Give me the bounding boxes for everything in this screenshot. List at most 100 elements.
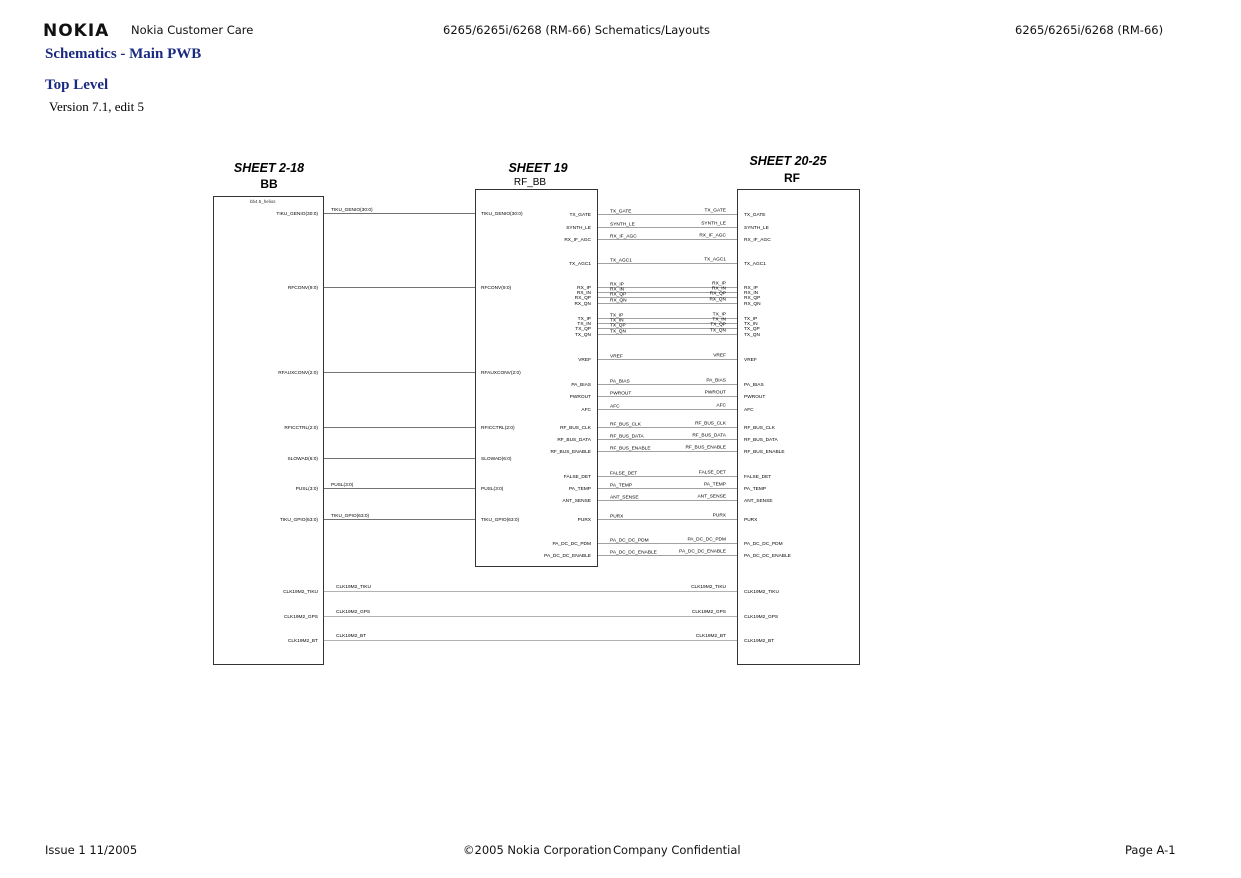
page-title: Schematics - Main PWB: [45, 46, 202, 62]
clock-wire-label-right: CLK19M2_BT: [696, 633, 726, 639]
signal-wire-label-right: ANT_SENSE: [697, 494, 726, 500]
rfbb-signal-port: SYNTH_LE: [566, 225, 591, 231]
signal-wire-label-right: RX_QP: [710, 291, 726, 297]
signal-wire-label-left: RX_IF_AGC: [610, 234, 637, 240]
rf-clock-port: CLK19M2_GPS: [744, 614, 778, 620]
nokia-logo: NOKIA: [43, 21, 110, 41]
bus-wire-label: TIKU_GENIO(30:0): [331, 207, 373, 213]
signal-wire-label-left: RX_QP: [610, 292, 626, 298]
rfbb-signal-port: TX_IP: [578, 316, 591, 322]
rfbb-signal-port: TX_IN: [577, 321, 591, 327]
rfbb-port-label: RFICCTRL(2:0): [481, 425, 515, 431]
rf-signal-port: TX_AGC1: [744, 261, 766, 267]
signal-wire-label-right: RF_BUS_ENABLE: [685, 445, 726, 451]
rfbb-signal-port: TX_AGC1: [569, 261, 591, 267]
signal-wire-label-left: RX_QN: [610, 298, 627, 304]
signal-wire-label-left: TX_QN: [610, 329, 627, 335]
signal-wire-label-right: PWROUT: [705, 390, 726, 396]
signal-wire-label-left: RF_BUS_CLK: [610, 422, 642, 428]
rf-signal-port: PA_DC_DC_PDM: [744, 541, 783, 547]
rfbb-signal-port: TX_GATE: [569, 212, 591, 218]
rf-signal-port: PURX: [744, 517, 758, 523]
signal-wire-label-right: PA_TEMP: [704, 482, 726, 488]
bb-rfbb-buses: TIKU_GENIO(30:0) TIKU_GENIO(30:0) TIKU_GEN…: [276, 207, 523, 523]
signal-wire-label-right: PA_DC_DC_PDM: [687, 537, 726, 543]
rf-signal-port: RF_BUS_ENABLE: [744, 449, 785, 455]
clock-wire-label-left: CLK19M2_TIKU: [336, 584, 371, 590]
rfbb-signal-port: AFC: [581, 407, 591, 413]
signal-wire-label-right: FALSE_DET: [699, 470, 726, 476]
clock-wire-label-left: CLK19M2_BT: [336, 633, 366, 639]
signal-wire-label-right: TX_AGC1: [704, 257, 726, 263]
rf-signal-port: RX_IF_AGC: [744, 237, 771, 243]
footer-confidential: Company Confidential: [613, 843, 741, 857]
clock-wire-label-left: CLK19M2_GPS: [336, 609, 370, 615]
footer-issue: Issue 1 11/2005: [45, 843, 138, 857]
rf-block-name: RF: [784, 171, 800, 185]
signal-wire-label-right: AFC: [716, 403, 726, 409]
rfbb-signal-port: PA_DC_DC_ENABLE: [544, 553, 591, 559]
rf-clock-port: CLK19M2_BT: [744, 638, 774, 644]
signal-wire-label-right: RF_BUS_CLK: [695, 421, 727, 427]
signal-wire-label-right: TX_GATE: [704, 208, 726, 214]
signal-wire-label-right: RX_IP: [712, 281, 726, 287]
signal-wire-label-right: PA_DC_DC_ENABLE: [679, 549, 726, 555]
signal-wire-label-left: RF_BUS_ENABLE: [610, 446, 651, 452]
rfbb-signal-port: TX_QP: [575, 326, 591, 332]
clock-wire-label-right: CLK19M2_GPS: [692, 609, 726, 615]
rf-signal-port: AFC: [744, 407, 754, 413]
signal-wire-label-right: TX_IP: [713, 312, 726, 318]
rf-signal-port: RF_BUS_DATA: [744, 437, 778, 443]
signal-wire-label-left: VREF: [610, 354, 623, 360]
rfbb-signal-port: RX_IP: [577, 285, 591, 291]
header-right: 6265/6265i/6268 (RM-66): [1015, 23, 1164, 37]
rfbb-port-label: TIKU_GENIO(30:0): [481, 211, 523, 217]
rf-sheet-label: SHEET 20-25: [749, 154, 827, 168]
clock-wire-label-right: CLK19M2_TIKU: [691, 584, 726, 590]
rfbb-signal-port: FALSE_DET: [564, 474, 591, 480]
rfbb-signal-port: RF_BUS_ENABLE: [550, 449, 591, 455]
rfbb-signal-port: TX_QN: [575, 332, 592, 338]
rf-signal-port: TX_QN: [744, 332, 761, 338]
rf-signal-port: PA_TEMP: [744, 486, 766, 492]
signal-wire-label-right: TX_IN: [712, 317, 726, 323]
rf-signal-port: VREF: [744, 357, 757, 363]
signal-wire-label-left: AFC: [610, 404, 620, 410]
signal-wire-label-left: TX_QP: [610, 323, 626, 329]
signal-wire-label-left: PWROUT: [610, 391, 631, 397]
bb-inner-label: bb4.5_helios: [250, 199, 276, 204]
signal-wire-label-right: VREF: [713, 353, 726, 359]
bb-block: [213, 196, 324, 665]
signal-wire-label-right: PA_BIAS: [706, 378, 726, 384]
bb-port-label: TIKU_GPIO(63:0): [280, 517, 319, 523]
rfbb-signal-port: RX_QP: [575, 295, 591, 301]
signal-wire-label-right: RX_QN: [709, 297, 726, 303]
bb-port-label: TIKU_GENIO(30:0): [276, 211, 318, 217]
rf-signal-port: RX_QN: [744, 301, 761, 307]
bb-clock-port: CLK19M2_BT: [288, 638, 318, 644]
signal-wire-label-left: TX_IN: [610, 318, 624, 324]
rfbb-signal-port: PURX: [578, 517, 592, 523]
signal-wire-label-left: TX_IP: [610, 313, 623, 319]
rf-signal-port: SYNTH_LE: [744, 225, 769, 231]
bb-sheet-label: SHEET 2-18: [234, 161, 304, 175]
rfbb-port-label: PUSL(3:0): [481, 486, 504, 492]
signal-wire-label-left: RX_IP: [610, 282, 624, 288]
rf-signal-port: PWROUT: [744, 394, 765, 400]
rfbb-sheet-label: SHEET 19: [508, 161, 567, 175]
rfbb-port-label: SLOWAD(6:0): [481, 456, 512, 462]
rf-signal-port: PA_BIAS: [744, 382, 764, 388]
signal-wire-label-right: RX_IN: [712, 286, 727, 292]
rfbb-signal-port: RX_IF_AGC: [564, 237, 591, 243]
rfbb-port-label: RFAUXCONV(2:0): [481, 370, 521, 376]
header-left: Nokia Customer Care: [131, 23, 254, 37]
rfbb-signal-port: RX_QN: [574, 301, 591, 307]
signal-wire-label-right: PURX: [713, 513, 727, 519]
rfbb-block: [475, 189, 598, 567]
rfbb-signal-port: RF_BUS_CLK: [560, 425, 592, 431]
rfbb-signal-port: PA_DC_DC_PDM: [552, 541, 591, 547]
rfbb-signal-port: RF_BUS_DATA: [557, 437, 591, 443]
signal-wire-label-left: TX_AGC1: [610, 258, 632, 264]
rf-clock-port: CLK19M2_TIKU: [744, 589, 779, 595]
